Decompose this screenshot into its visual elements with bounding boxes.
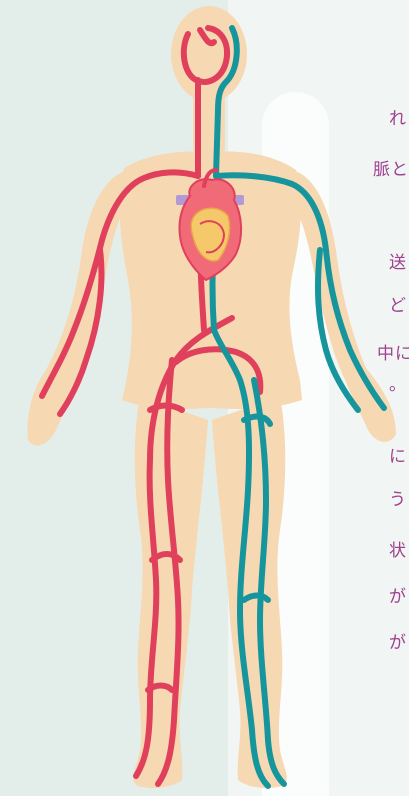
body-silhouette bbox=[28, 6, 396, 788]
